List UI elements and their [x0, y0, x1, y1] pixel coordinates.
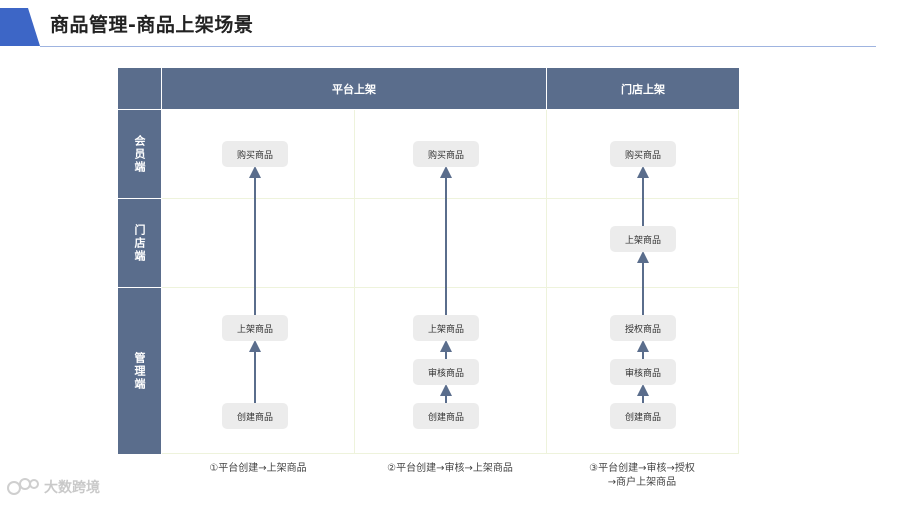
node-create-product: 创建商品 [610, 403, 676, 429]
column-header-platform: 平台上架 [162, 68, 546, 109]
corner-header [118, 68, 161, 109]
column-header-store: 门店上架 [547, 68, 739, 109]
row-header-member: 会员端 [118, 110, 161, 198]
page-title: 商品管理-商品上架场景 [50, 14, 254, 36]
grid-line [162, 198, 739, 199]
grid-line [162, 453, 739, 454]
scenario-caption-2: ②平台创建→审核→上架商品 [354, 462, 546, 476]
watermark-icon [7, 478, 39, 495]
node-list-product: 上架商品 [413, 315, 479, 341]
grid-line [162, 287, 739, 288]
title-divider [40, 46, 876, 47]
watermark-logo: 大数跨境 [6, 476, 100, 498]
node-list-product: 上架商品 [222, 315, 288, 341]
watermark-text: 大数跨境 [44, 480, 100, 496]
node-store-list-product: 上架商品 [610, 226, 676, 252]
caption-line: ②平台创建→审核→上架商品 [387, 463, 513, 474]
scenario-caption-1: ①平台创建→上架商品 [162, 462, 354, 476]
node-buy-product: 购买商品 [222, 141, 288, 167]
node-authorize-product: 授权商品 [610, 315, 676, 341]
row-header-admin: 管理端 [118, 288, 161, 454]
node-review-product: 审核商品 [413, 359, 479, 385]
row-header-store: 门店端 [118, 199, 161, 287]
grid-line [546, 110, 547, 454]
caption-line: ①平台创建→上架商品 [209, 463, 307, 474]
grid-line [354, 110, 355, 454]
scenario-caption-3: ③平台创建→审核→授权 →商户上架商品 [546, 462, 738, 490]
caption-line: →商户上架商品 [607, 477, 677, 488]
node-review-product: 审核商品 [610, 359, 676, 385]
node-create-product: 创建商品 [222, 403, 288, 429]
grid-line [738, 110, 739, 454]
node-buy-product: 购买商品 [610, 141, 676, 167]
node-create-product: 创建商品 [413, 403, 479, 429]
node-buy-product: 购买商品 [413, 141, 479, 167]
caption-line: ③平台创建→审核→授权 [589, 463, 695, 474]
